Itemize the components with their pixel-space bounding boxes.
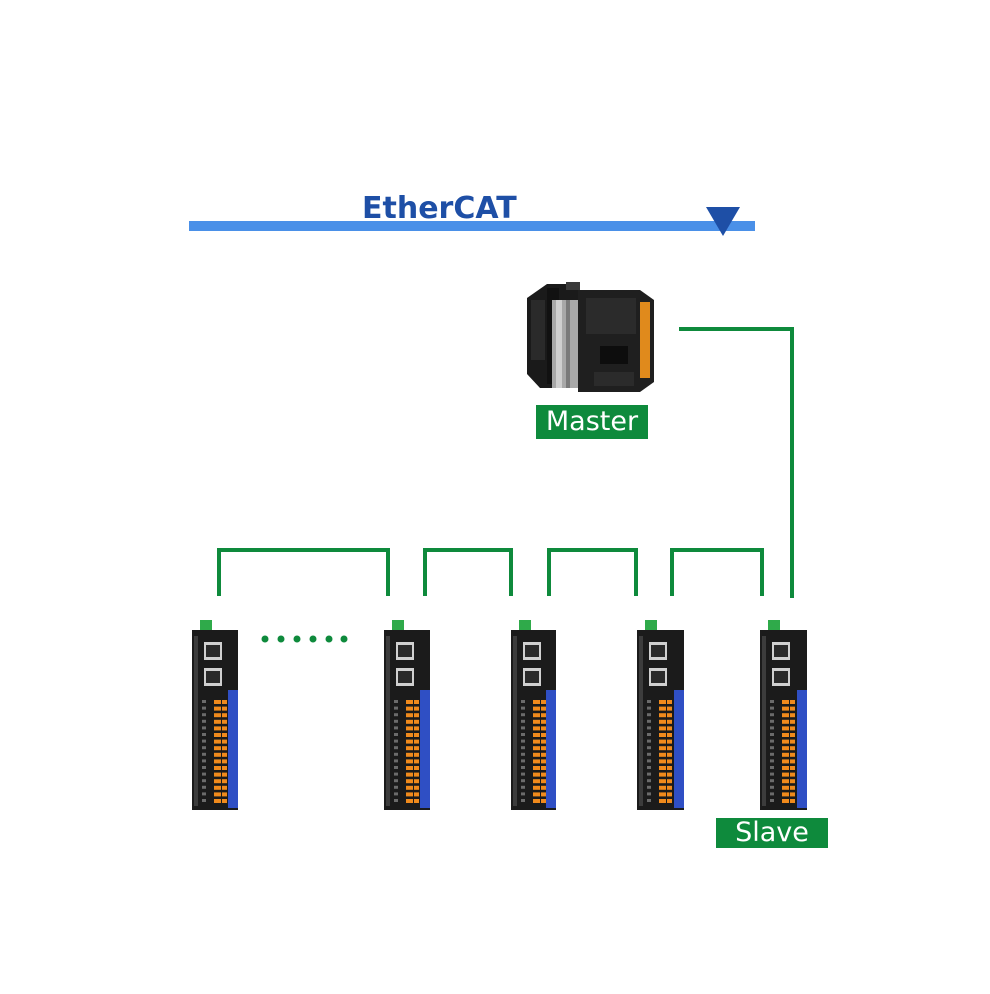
slave-link-3-4 [547, 548, 638, 596]
slave-modules [192, 620, 807, 810]
io-module-icon [760, 620, 807, 810]
module-side-panel [228, 690, 238, 808]
master-label: Master [536, 405, 648, 439]
ethercat-label: EtherCAT [362, 191, 517, 226]
io-module-icon [637, 620, 684, 810]
io-module-icon [511, 620, 556, 810]
network-links [217, 327, 794, 598]
module-side-panel [546, 690, 556, 808]
io-module-icon [192, 620, 238, 810]
module-side-panel [797, 690, 807, 808]
plc-controller-icon [527, 282, 654, 392]
slave-link-2-3 [423, 548, 513, 596]
ellipsis-dots [261, 635, 348, 643]
io-module-icon [384, 620, 430, 810]
slave-label: Slave [716, 818, 828, 848]
module-side-panel [674, 690, 684, 808]
bus-line [189, 221, 755, 231]
slave-link-1-2 [217, 548, 390, 596]
slave-link-4-5 [670, 548, 764, 596]
module-side-panel [420, 690, 430, 808]
master-to-slave-link [679, 327, 794, 598]
ethercat-bus [189, 207, 755, 236]
bus-arrow-icon [706, 207, 740, 236]
